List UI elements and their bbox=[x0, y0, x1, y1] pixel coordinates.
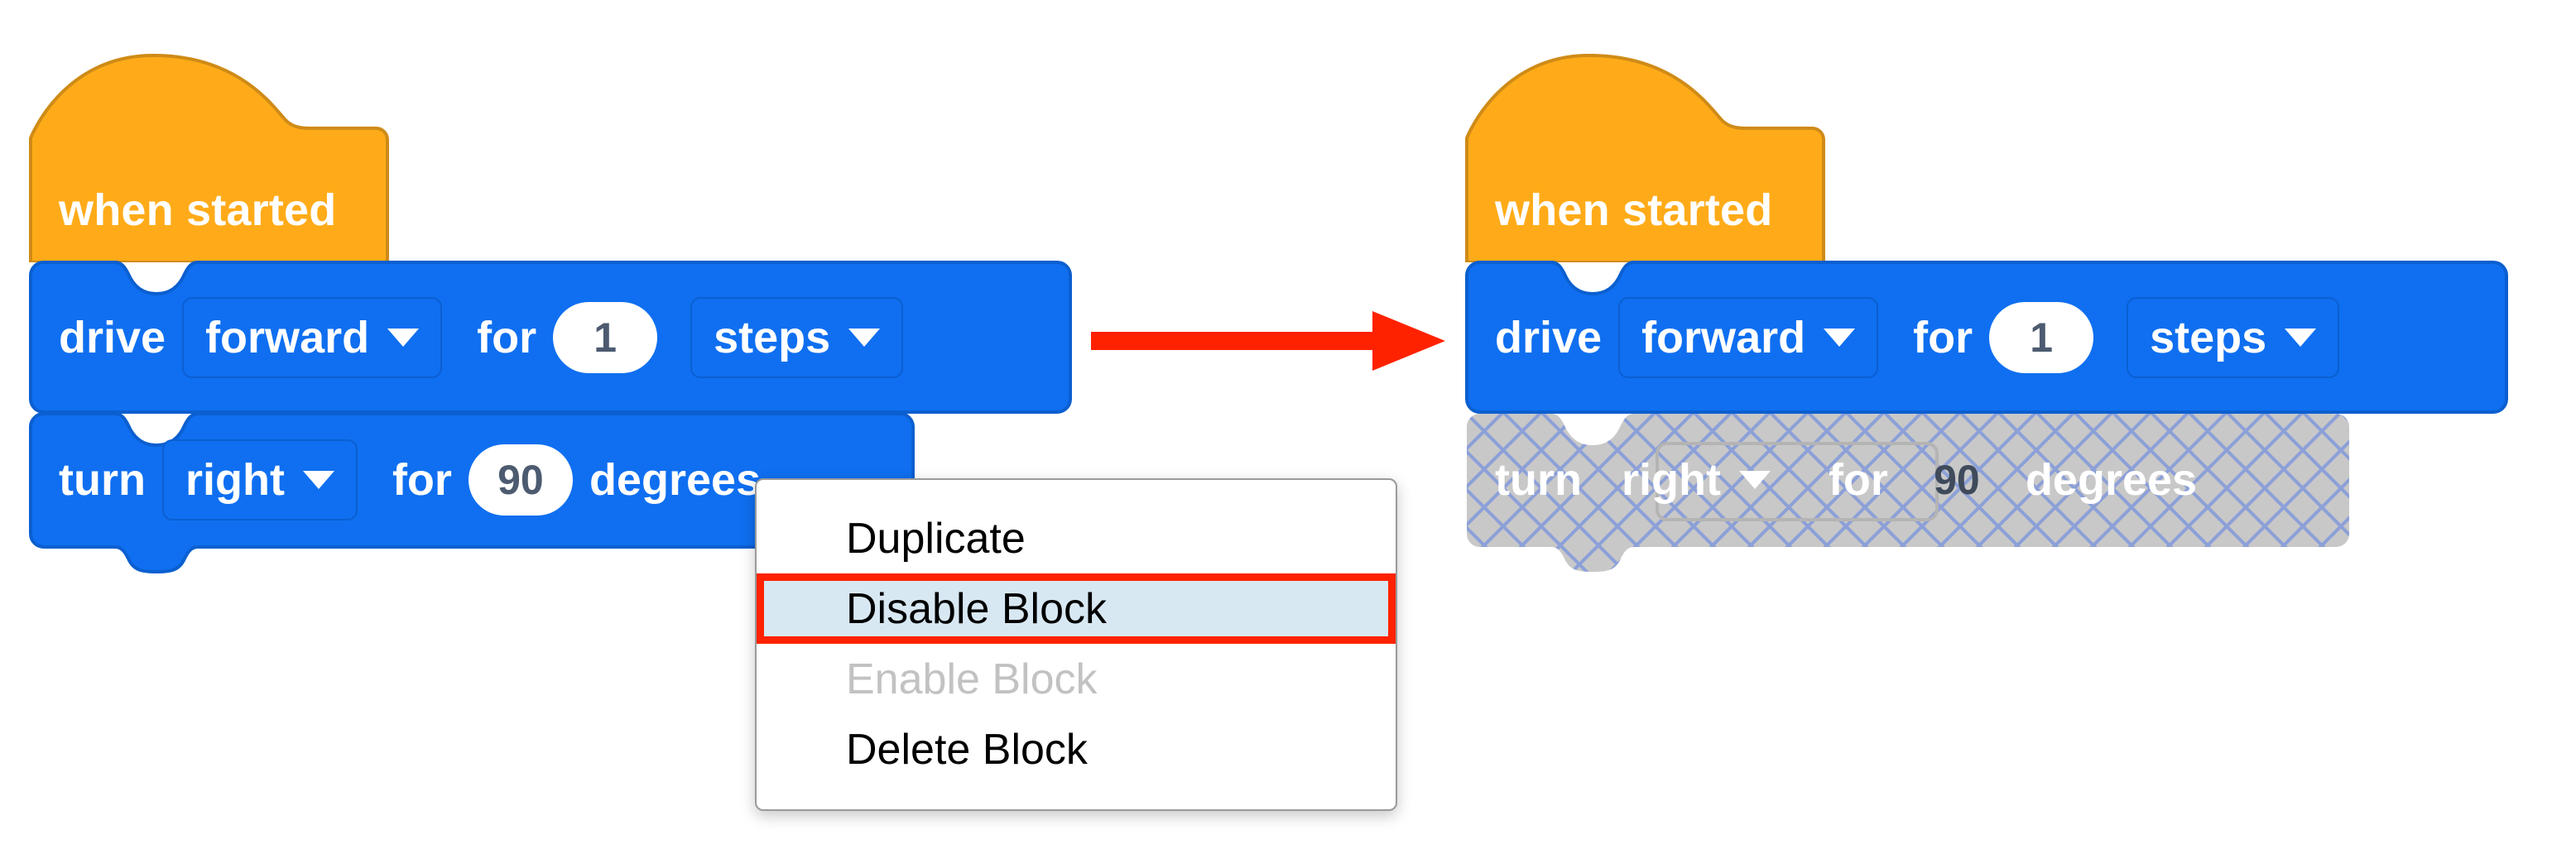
turn-for-label: for bbox=[1828, 454, 1888, 505]
menu-top-padding bbox=[757, 480, 1396, 503]
drive-direction-dropdown[interactable]: forward bbox=[1618, 296, 1879, 378]
right-arrow-icon bbox=[1091, 311, 1445, 371]
drive-amount-input[interactable]: 1 bbox=[1989, 301, 2094, 373]
script-before: when started drive forward for 1 steps bbox=[0, 0, 1093, 629]
turn-direction-dropdown[interactable]: right bbox=[1598, 439, 1794, 520]
menu-item-disable-block[interactable]: Disable Block bbox=[757, 573, 1396, 644]
turn-verb-label: turn bbox=[1495, 454, 1582, 505]
drive-block[interactable]: drive forward for 1 steps bbox=[1465, 261, 2510, 414]
chevron-down-icon bbox=[1824, 328, 1856, 347]
menu-bottom-padding bbox=[757, 784, 1396, 809]
hat-block-shape bbox=[1465, 53, 1825, 262]
turn-amount-input[interactable]: 90 bbox=[468, 444, 573, 516]
menu-item-label: Delete Block bbox=[846, 725, 1088, 774]
script-after: when started drive forward for 1 steps bbox=[1465, 0, 2574, 645]
drive-unit-value: steps bbox=[714, 312, 831, 362]
drive-direction-dropdown[interactable]: forward bbox=[182, 296, 443, 378]
chevron-down-icon bbox=[848, 328, 881, 347]
turn-block-disabled-shape bbox=[1467, 414, 2349, 572]
menu-item-delete-block[interactable]: Delete Block bbox=[757, 714, 1396, 784]
drive-verb-label: drive bbox=[1495, 312, 1603, 362]
turn-direction-dropdown[interactable]: right bbox=[161, 439, 358, 520]
hat-block-label: when started bbox=[1495, 185, 1773, 235]
menu-item-label: Disable Block bbox=[846, 584, 1108, 633]
drive-for-label: for bbox=[1913, 312, 1973, 362]
drive-block[interactable]: drive forward for 1 steps bbox=[29, 261, 1074, 414]
turn-for-label: for bbox=[392, 454, 452, 505]
hat-block-shape bbox=[29, 53, 389, 262]
turn-verb-label: turn bbox=[59, 454, 146, 505]
turn-block[interactable]: turn right for 90 degrees bbox=[29, 412, 916, 573]
chevron-down-icon bbox=[387, 328, 420, 347]
when-started-hat-block[interactable]: when started bbox=[1465, 46, 1825, 262]
drive-for-label: for bbox=[477, 312, 537, 362]
transition-arrow bbox=[1091, 306, 1447, 376]
drive-unit-dropdown[interactable]: steps bbox=[2127, 296, 2340, 378]
drive-amount-value: 1 bbox=[2030, 314, 2053, 361]
drive-unit-dropdown[interactable]: steps bbox=[690, 296, 904, 378]
drive-direction-value: forward bbox=[205, 312, 370, 362]
drive-amount-input[interactable]: 1 bbox=[553, 301, 658, 373]
drive-unit-value: steps bbox=[2150, 312, 2267, 362]
turn-unit-label: degrees bbox=[589, 454, 762, 505]
when-started-hat-block[interactable]: when started bbox=[29, 46, 389, 262]
chevron-down-icon bbox=[302, 470, 334, 489]
hat-block-label: when started bbox=[59, 185, 337, 235]
drive-direction-value: forward bbox=[1641, 312, 1806, 362]
chevron-down-icon bbox=[2285, 328, 2317, 347]
menu-item-enable-block: Enable Block bbox=[757, 644, 1396, 714]
turn-direction-value: right bbox=[185, 454, 285, 505]
menu-item-label: Duplicate bbox=[846, 514, 1026, 563]
chevron-down-icon bbox=[1738, 470, 1771, 489]
block-context-menu[interactable]: Duplicate Disable Block Enable Block Del… bbox=[755, 478, 1397, 811]
turn-block-disabled[interactable]: turn right for 90 degrees bbox=[1465, 412, 2353, 573]
menu-item-duplicate[interactable]: Duplicate bbox=[757, 503, 1396, 573]
drive-amount-value: 1 bbox=[594, 314, 617, 361]
turn-amount-value: 90 bbox=[1934, 456, 1980, 503]
drive-verb-label: drive bbox=[59, 312, 166, 362]
menu-item-label: Enable Block bbox=[846, 655, 1098, 703]
turn-direction-value: right bbox=[1621, 454, 1721, 505]
turn-unit-label: degrees bbox=[2025, 454, 2198, 505]
turn-amount-input[interactable]: 90 bbox=[1905, 444, 2009, 516]
turn-amount-value: 90 bbox=[497, 456, 544, 503]
